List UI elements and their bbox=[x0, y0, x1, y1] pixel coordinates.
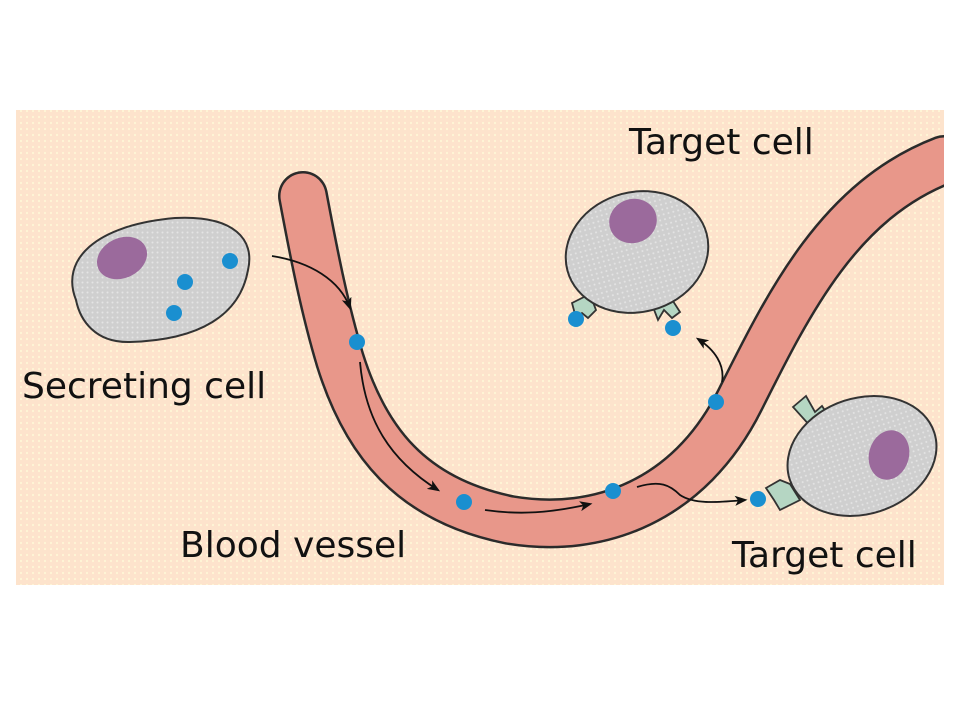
hormone-bound bbox=[568, 311, 584, 327]
exit-arrow-top bbox=[695, 337, 724, 383]
hormone-free bbox=[665, 320, 681, 336]
hormone-in-vessel bbox=[708, 394, 724, 410]
label-target-cell-top: Target cell bbox=[628, 122, 814, 163]
hormone-in-vessel bbox=[456, 494, 472, 510]
exit-arrow-bottom bbox=[636, 482, 748, 506]
secreting-cell bbox=[71, 216, 251, 344]
blood-vessel bbox=[278, 100, 960, 549]
hormone-in-vessel bbox=[349, 334, 365, 350]
label-target-cell-bottom: Target cell bbox=[731, 535, 917, 576]
secreting-cell-nucleus bbox=[96, 236, 148, 280]
label-blood-vessel: Blood vessel bbox=[180, 525, 406, 566]
hormone-in-secreting-cell bbox=[222, 253, 238, 269]
vessel-clip-right bbox=[944, 100, 960, 220]
target-cell-bottom bbox=[750, 394, 938, 517]
hormone-in-secreting-cell bbox=[166, 305, 182, 321]
flow-arrow-down bbox=[359, 361, 441, 492]
hormone-in-secreting-cell bbox=[177, 274, 193, 290]
flow-arrow-into-vessel bbox=[271, 255, 352, 311]
hormone-in-vessel bbox=[605, 483, 621, 499]
blood-vessel-fill bbox=[280, 137, 960, 546]
flow-arrow-right bbox=[484, 501, 593, 514]
target-cell-top bbox=[564, 190, 710, 336]
target-cell-bottom-nucleus bbox=[868, 430, 910, 480]
target-cell-bottom-body bbox=[786, 395, 938, 517]
target-cell-top-nucleus bbox=[609, 198, 657, 244]
hormone-approaching bbox=[750, 491, 766, 507]
receptor bbox=[764, 479, 802, 512]
target-cell-top-body bbox=[564, 190, 710, 314]
label-secreting-cell: Secreting cell bbox=[22, 366, 266, 407]
